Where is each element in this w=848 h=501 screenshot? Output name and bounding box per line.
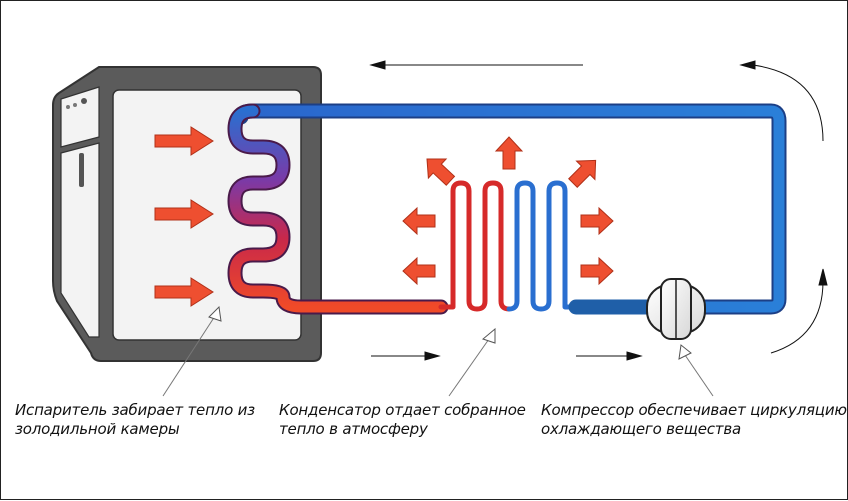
evaporator-coil (227, 103, 449, 315)
evaporator-caption-line2: золодильной камеры (15, 420, 180, 438)
evaporator-caption: Испаритель забирает тепло из золодильной… (15, 401, 255, 439)
radiating-arrow-icon (402, 256, 436, 286)
right-arrow-icon (154, 199, 214, 229)
right-arrow-icon (154, 126, 214, 156)
radiating-arrow-icon (568, 159, 597, 188)
radiating-arrow-icon (426, 158, 456, 186)
compressor-caption-line2: охлаждающего вещества (541, 420, 741, 438)
evaporator-caption-line1: Испаритель забирает тепло из (15, 401, 255, 419)
radiating-arrow-icon (580, 206, 614, 236)
flow-arrows (369, 60, 828, 361)
thin-arrow-icon (770, 280, 824, 354)
condenser-caption: Конденсатор отдает собранное тепло в атм… (279, 401, 526, 439)
radiating-arrow-icon (494, 136, 524, 170)
condenser-coil (438, 180, 579, 312)
radiating-arrow-icon (580, 256, 614, 286)
compressor-icon (646, 278, 706, 340)
right-arrow-icon (154, 277, 214, 307)
radiating-arrow-icon (402, 206, 436, 236)
leader-lines (162, 305, 714, 397)
heat-in-arrows (154, 126, 214, 307)
compressor-caption: Компрессор обеспечивает циркуляцию охлаж… (541, 401, 847, 439)
heat-out-arrows (402, 136, 614, 286)
compressor-caption-line1: Компрессор обеспечивает циркуляцию (541, 401, 847, 419)
thin-arrow-icon (752, 64, 824, 142)
condenser-caption-line2: тепло в атмосферу (279, 420, 428, 438)
condenser-caption-line1: Конденсатор отдает собранное (279, 401, 526, 419)
